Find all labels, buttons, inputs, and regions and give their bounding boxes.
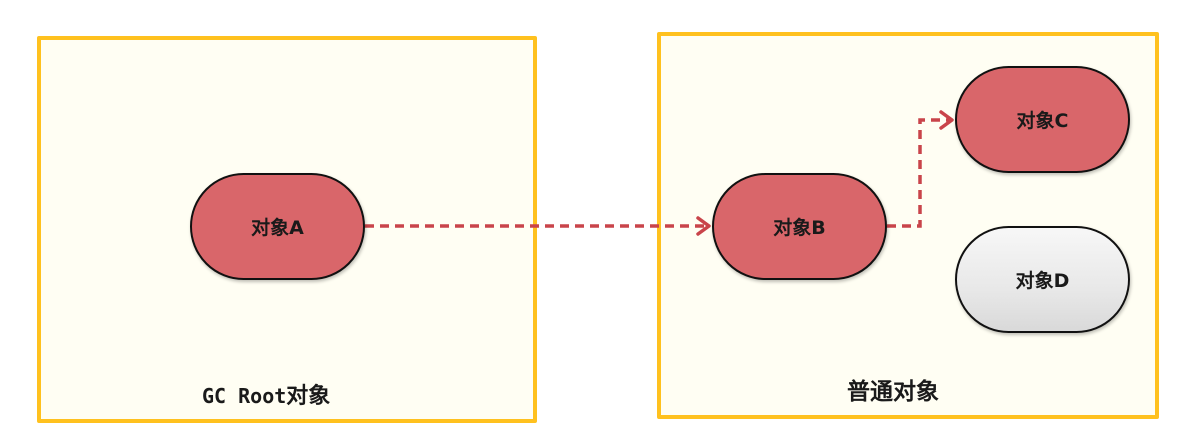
node-object-d: 对象D <box>955 226 1130 333</box>
node-label: 对象B <box>773 217 826 239</box>
node-object-b: 对象B <box>712 173 887 280</box>
node-label: 对象A <box>251 217 304 239</box>
normal-objects-region-label: 普通对象 <box>847 379 939 405</box>
gc-root-label-latin: GC Root <box>202 384 287 408</box>
node-object-c: 对象C <box>955 66 1130 173</box>
gc-root-label-cjk: 对象 <box>286 384 331 409</box>
node-object-a: 对象A <box>190 173 365 280</box>
node-label: 对象C <box>1016 110 1069 132</box>
node-label: 对象D <box>1015 270 1070 292</box>
gc-root-region-label: GC Root对象 <box>202 378 330 410</box>
